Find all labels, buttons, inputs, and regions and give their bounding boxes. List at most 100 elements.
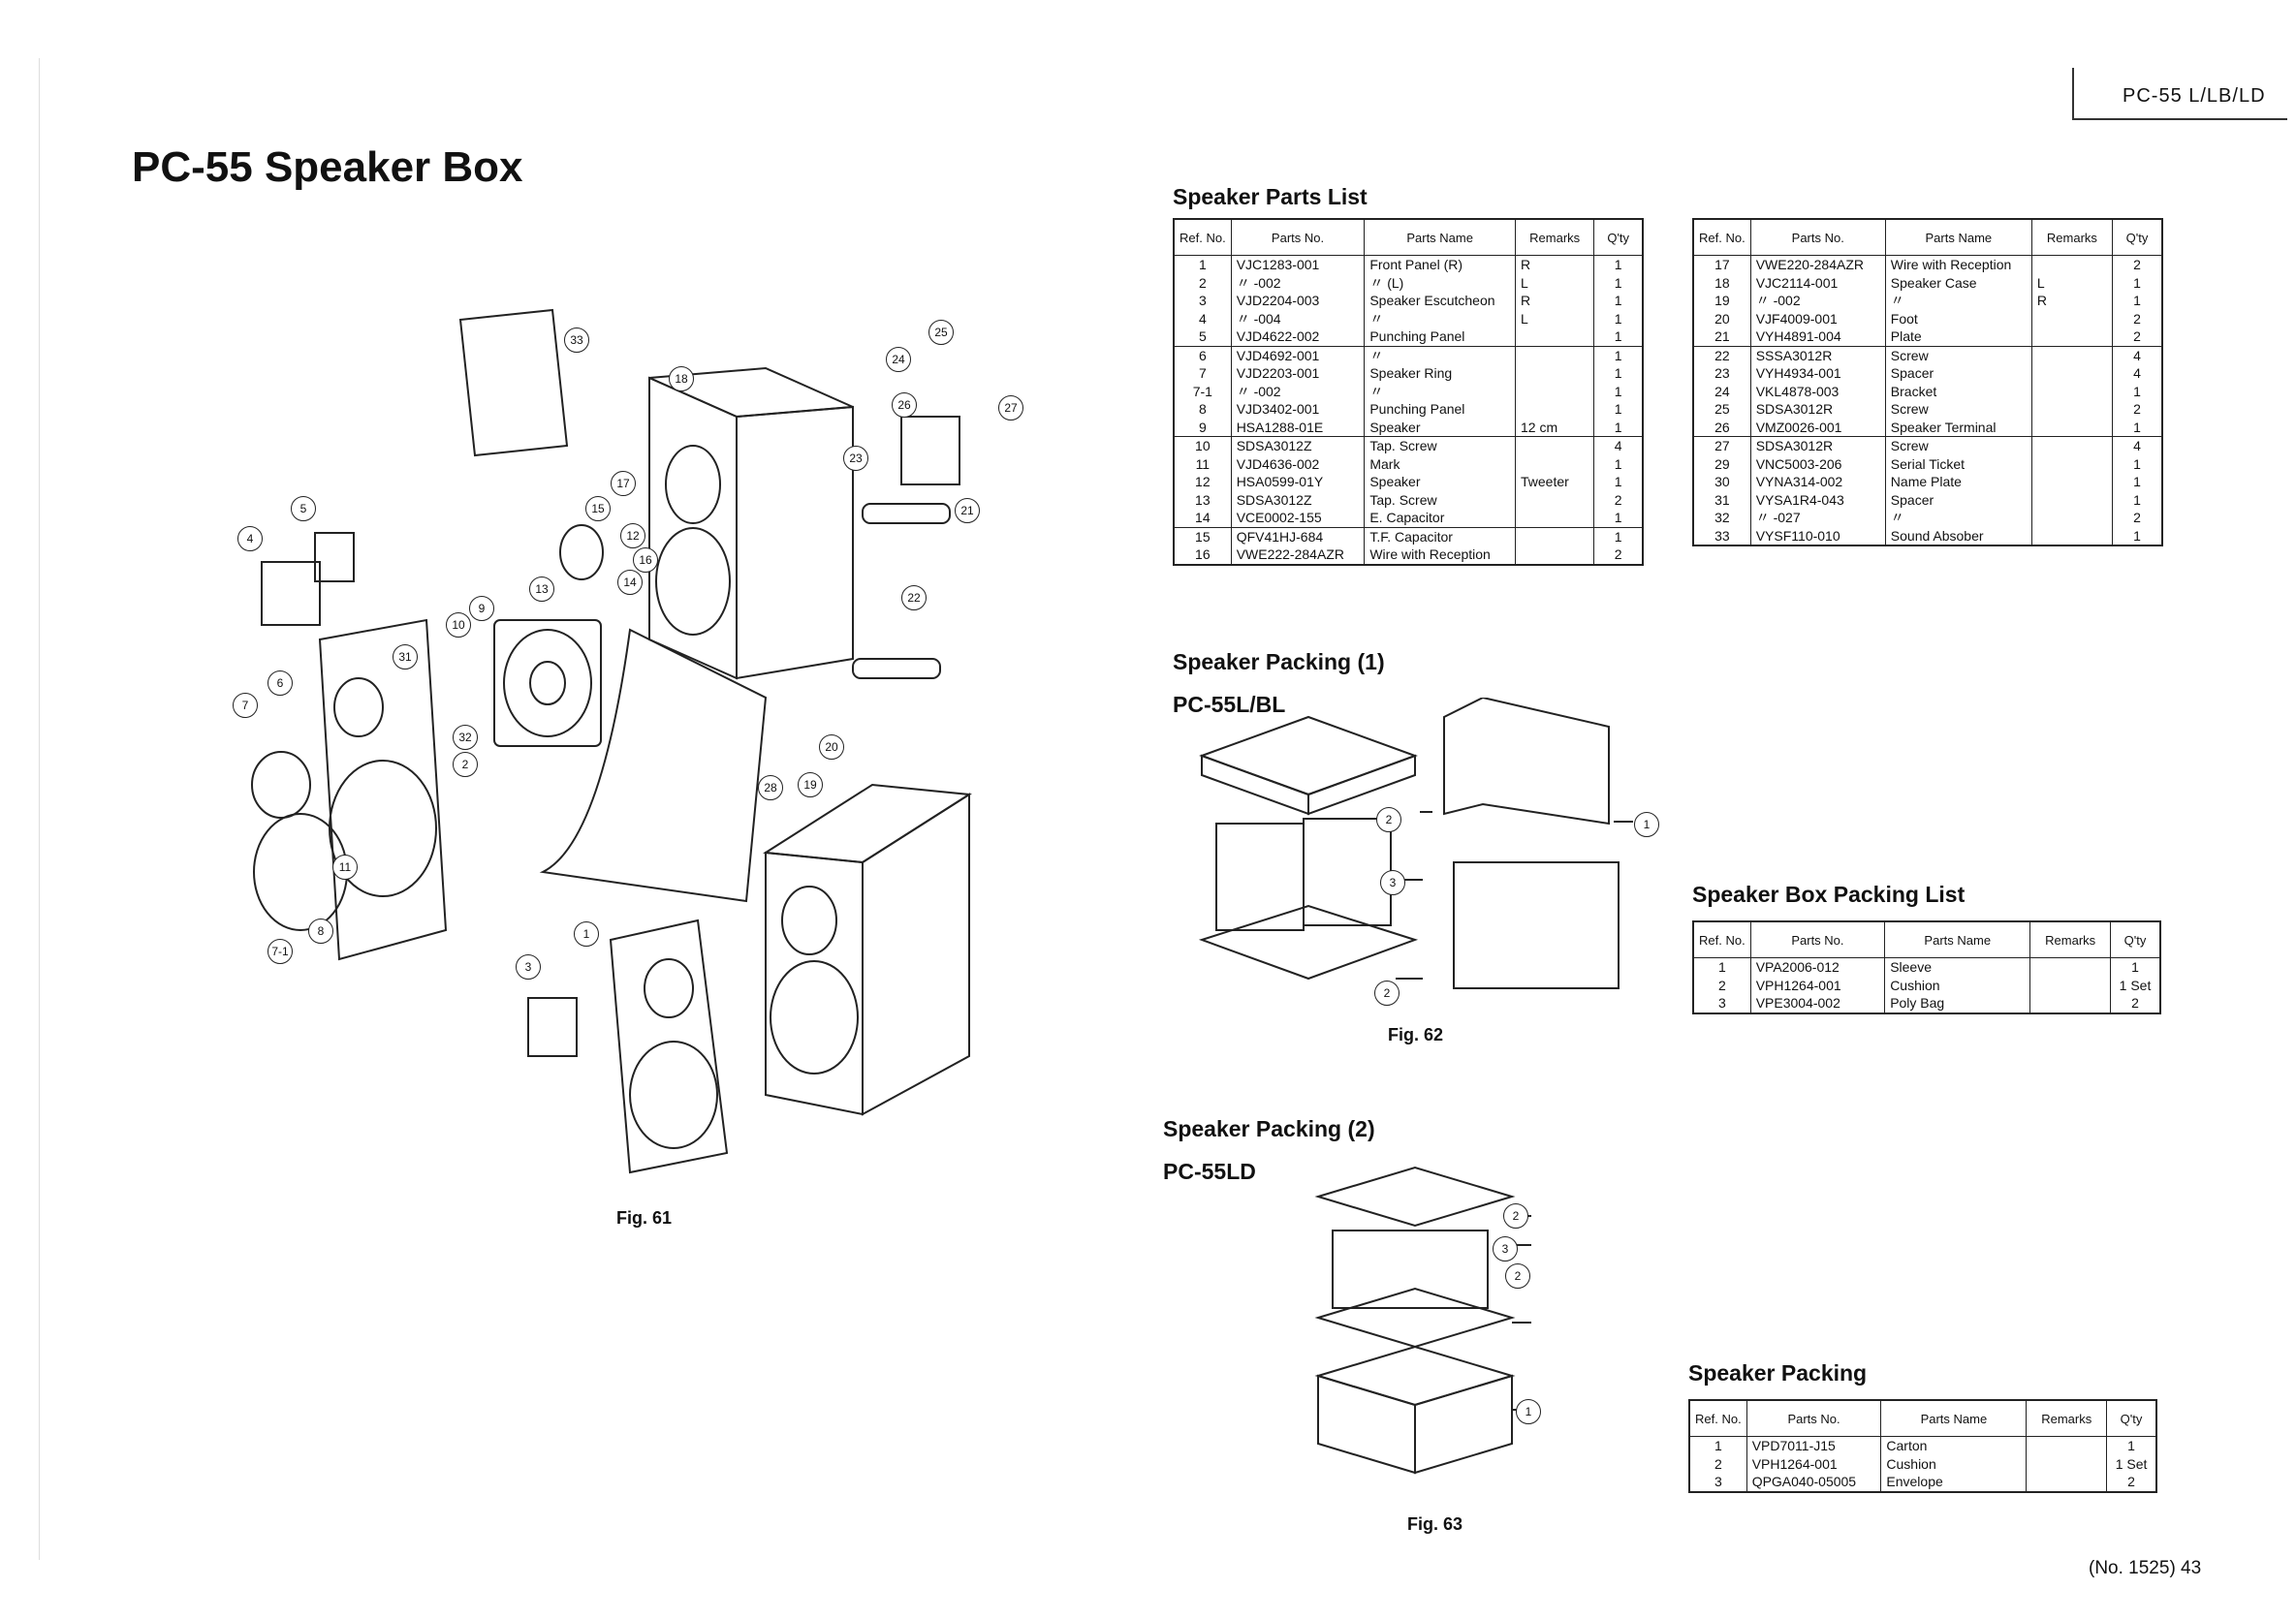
- cell-qty: 2: [2110, 994, 2161, 1013]
- callout-bubble: 2: [453, 752, 478, 777]
- cell-no: VCE0002-155: [1230, 509, 1366, 527]
- plate-21-lower: [852, 658, 941, 679]
- cell-no: VJD4692-001: [1230, 345, 1366, 364]
- callout-bubble: 5: [291, 496, 316, 521]
- cell-name: Screw: [1884, 345, 2032, 364]
- cell-ref: 29: [1692, 454, 1751, 473]
- cell-name: Speaker Terminal: [1884, 418, 2032, 437]
- cell-ref: 25: [1692, 400, 1751, 419]
- cell-no: VPH1264-001: [1749, 976, 1886, 994]
- cell-remarks: R: [2030, 292, 2113, 310]
- cell-ref: 3: [1173, 292, 1232, 310]
- cell-ref: 2: [1173, 273, 1232, 292]
- col-remarks: Remarks: [2026, 1400, 2108, 1437]
- cell-no: VJC1283-001: [1230, 255, 1366, 274]
- col-remarks: Remarks: [2030, 219, 2113, 256]
- cell-name: 〃: [1364, 345, 1516, 364]
- callout-bubble: 13: [529, 576, 554, 602]
- cell-remarks: [2030, 473, 2113, 491]
- col-qty: Q'ty: [2111, 219, 2163, 256]
- cell-remarks: R: [1514, 255, 1595, 274]
- callout-bubble: 12: [620, 523, 645, 548]
- cell-name: Wire with Reception: [1364, 545, 1516, 565]
- tweeter-12: [559, 524, 604, 580]
- cell-qty: 1: [1593, 454, 1644, 473]
- cell-ref: 26: [1692, 418, 1751, 437]
- cell-no: HSA0599-01Y: [1230, 473, 1366, 491]
- cell-qty: 1: [1593, 526, 1644, 545]
- col-qty: Q'ty: [2106, 1400, 2157, 1437]
- cell-name: 〃: [1364, 309, 1516, 327]
- cell-no: 〃 -002: [1230, 382, 1366, 400]
- cell-remarks: [1514, 327, 1595, 346]
- cell-remarks: [2026, 1473, 2108, 1492]
- col-ref: Ref. No.: [1692, 921, 1751, 958]
- page-number: (No. 1525) 43: [2089, 1558, 2202, 1578]
- cell-ref: 1: [1688, 1436, 1747, 1455]
- cell-no: VMZ0026-001: [1749, 418, 1886, 437]
- speaker-packing-heading: Speaker Packing: [1688, 1360, 1868, 1386]
- page-fold-line: [39, 58, 40, 1560]
- callout-bubble: 22: [901, 585, 927, 610]
- callout-bubble: 2: [1505, 1263, 1530, 1289]
- packing2-model: PC-55LD: [1163, 1159, 1256, 1184]
- cell-name: Mark: [1364, 454, 1516, 473]
- cell-no: SDSA3012R: [1749, 400, 1886, 419]
- cell-qty: 1: [2111, 292, 2163, 310]
- col-qty: Q'ty: [2110, 921, 2161, 958]
- speaker-ring-7: [251, 751, 311, 819]
- cell-ref: 32: [1692, 509, 1751, 527]
- cell-name: Sleeve: [1884, 957, 2031, 977]
- cell-remarks: [2030, 400, 2113, 419]
- cell-ref: 30: [1692, 473, 1751, 491]
- cell-qty: 2: [1593, 545, 1644, 565]
- callout-bubble: 8: [308, 919, 333, 944]
- cell-name: Envelope: [1880, 1473, 2028, 1492]
- page-title: PC-55 Speaker Box: [132, 143, 523, 191]
- cell-name: Speaker: [1364, 418, 1516, 437]
- callout-bubble: 2: [1374, 981, 1400, 1006]
- carton-top: [1314, 1345, 1516, 1407]
- cell-name: Poly Bag: [1884, 994, 2031, 1013]
- cell-ref: 24: [1692, 382, 1751, 400]
- cell-remarks: [2030, 255, 2113, 274]
- col-remarks: Remarks: [1514, 219, 1595, 256]
- cell-name: 〃 (L): [1364, 273, 1516, 292]
- cell-no: 〃 -002: [1230, 273, 1366, 292]
- cell-qty: 4: [1593, 436, 1644, 455]
- cell-ref: 9: [1173, 418, 1232, 437]
- callout-bubble: 2: [1376, 807, 1401, 832]
- cell-qty: 2: [2111, 309, 2163, 327]
- cell-ref: 1: [1173, 255, 1232, 274]
- cell-no: VYSA1R4-043: [1749, 490, 1886, 509]
- cell-name: Name Plate: [1884, 473, 2032, 491]
- cell-qty: 1: [1593, 382, 1644, 400]
- cell-ref: 15: [1173, 526, 1232, 545]
- cell-qty: 1: [2106, 1436, 2157, 1455]
- callout-bubble: 33: [564, 327, 589, 353]
- cell-qty: 1: [1593, 327, 1644, 346]
- callout-bubble: 16: [633, 547, 658, 573]
- cell-name: Punching Panel: [1364, 327, 1516, 346]
- speaker-terminal-26: [900, 416, 960, 485]
- cell-ref: 19: [1692, 292, 1751, 310]
- fig63-caption: Fig. 63: [1407, 1514, 1463, 1534]
- cell-qty: 1: [2111, 473, 2163, 491]
- cell-ref: 1: [1692, 957, 1751, 977]
- cell-name: T.F. Capacitor: [1364, 526, 1516, 545]
- callout-bubble: 9: [469, 596, 494, 621]
- cell-remarks: L: [2030, 273, 2113, 292]
- col-parts-no: Parts No.: [1749, 219, 1886, 256]
